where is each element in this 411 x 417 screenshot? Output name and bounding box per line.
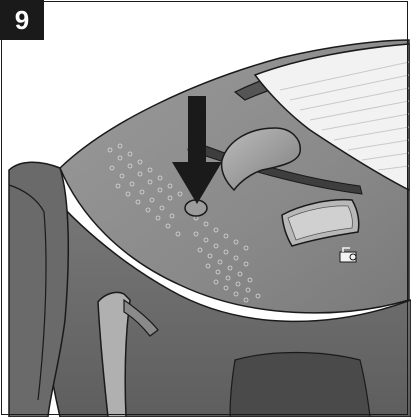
handle-icon (220, 127, 301, 192)
vent-dots (107, 143, 261, 303)
side-lever (97, 291, 131, 417)
down-arrow-icon (172, 96, 222, 204)
unlock-symbol-icon (339, 247, 357, 263)
paper-tray (253, 43, 410, 192)
left-housing (8, 161, 70, 417)
step-number-badge: 9 (0, 0, 44, 40)
